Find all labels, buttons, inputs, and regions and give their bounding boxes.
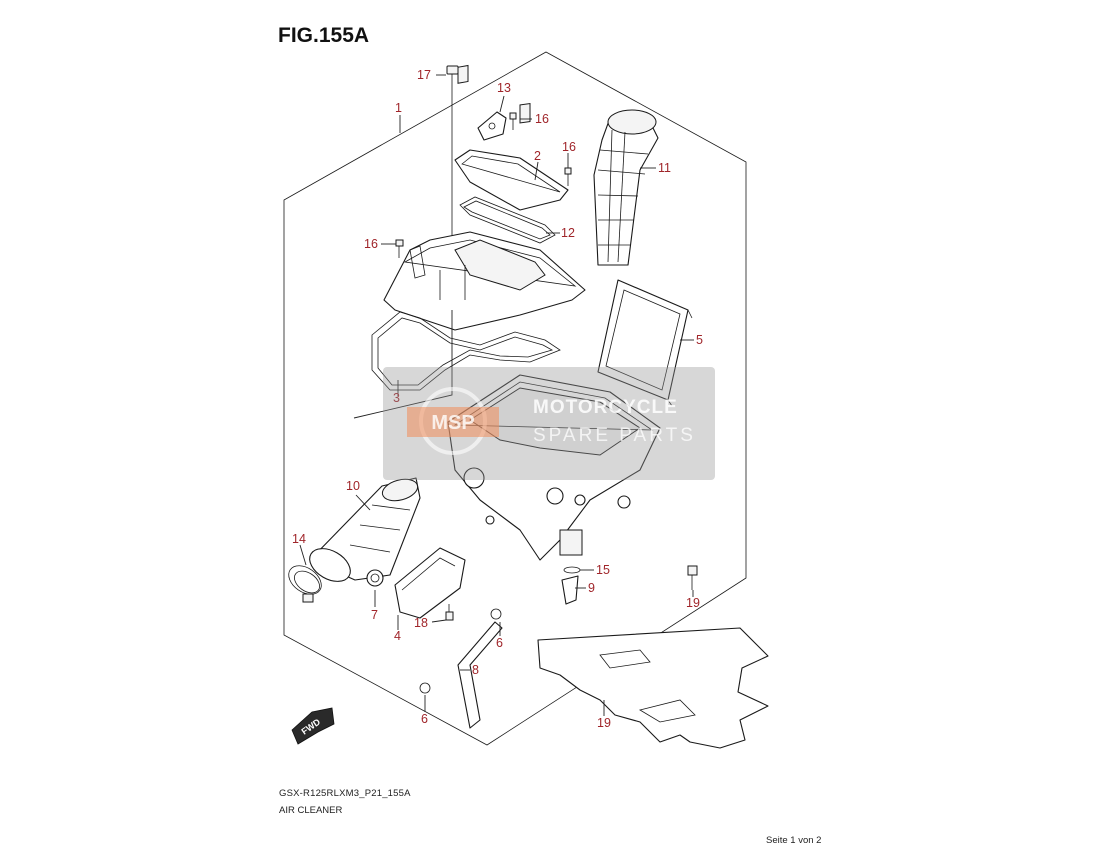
callout-14: 12 — [561, 226, 575, 240]
callout-19-lower: 19 — [686, 596, 700, 610]
watermark-line-2: SPARE PARTS — [533, 425, 696, 446]
page-footer: Seite 1 von 2 — [766, 835, 822, 846]
callout-4: 4 — [394, 629, 401, 643]
callout-19-top: 17 — [417, 68, 431, 82]
drain-12 — [563, 566, 581, 574]
hose-clip-6a — [490, 608, 502, 620]
resonator-4 — [394, 547, 466, 619]
screw-16c — [395, 239, 404, 258]
callout-7: 7 — [371, 608, 378, 622]
callout-2: 2 — [534, 149, 541, 163]
gasket-14 — [459, 196, 556, 244]
figure-title: FIG.155A — [278, 24, 370, 47]
hose-clip-6b — [419, 682, 431, 694]
watermark-logo-text: MSP — [431, 412, 474, 434]
bolt-17 — [445, 604, 454, 621]
leader-lines — [299, 74, 694, 716]
drain-cap-9 — [561, 575, 579, 605]
screw-16b — [564, 167, 572, 186]
cap-2 — [454, 64, 569, 211]
screw-16a — [509, 112, 517, 130]
callout-labels: 17 1 13 16 2 16 16 12 11 5 3 10 14 7 4 1… — [292, 68, 703, 730]
callout-16a: 16 — [535, 112, 549, 126]
callout-9: 9 — [588, 581, 595, 595]
bolt-19-lower — [687, 565, 698, 590]
callout-3: 3 — [393, 391, 400, 405]
air-box-body — [447, 374, 661, 561]
callout-16c: 16 — [364, 237, 378, 251]
callout-6a: 6 — [496, 636, 503, 650]
callout-1: 1 — [395, 101, 402, 115]
seal-3 — [371, 311, 561, 391]
callout-17: 18 — [414, 616, 428, 630]
callout-10: 10 — [346, 479, 360, 493]
figure-caption: AIR CLEANER — [279, 805, 343, 816]
callout-11: 11 — [658, 161, 671, 175]
callout-12: 15 — [596, 563, 610, 577]
intake-duct-11 — [593, 109, 659, 266]
msp-logo-icon: MSP — [407, 387, 499, 455]
model-code: GSX-R125RLXM3_P21_155A — [279, 788, 411, 799]
inlet-tube-10 — [309, 477, 421, 582]
hose-8 — [457, 621, 503, 729]
filter-element-5 — [597, 279, 693, 407]
plate-18 — [537, 627, 769, 749]
callout-8: 8 — [472, 663, 479, 677]
callout-5: 5 — [696, 333, 703, 347]
clip-7 — [366, 569, 384, 587]
callout-16b: 16 — [562, 140, 576, 154]
bracket-15 — [477, 111, 507, 141]
assembly-boundary — [283, 51, 747, 746]
upper-case — [383, 231, 586, 331]
clamp-13 — [288, 565, 322, 603]
watermark-line-1: MOTORCYCLE — [533, 397, 678, 418]
fwd-arrow-icon: FWD — [291, 707, 335, 745]
callout-18: 19 — [597, 716, 611, 730]
callout-6b: 6 — [421, 712, 428, 726]
watermark: MSP MOTORCYCLE SPARE PARTS — [383, 367, 715, 480]
callout-15: 13 — [497, 81, 511, 95]
callout-13: 14 — [292, 532, 306, 546]
